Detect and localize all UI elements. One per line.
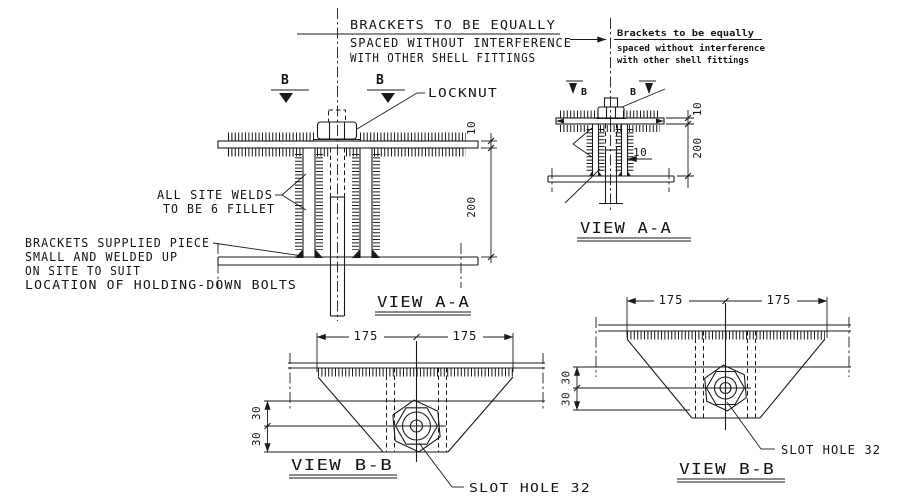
supply-note-line1: BRACKETS SUPPLIED PIECE	[25, 235, 210, 250]
dim-height-200: 200	[465, 196, 478, 217]
slot-hole-callout-left: SLOT HOLE 32	[418, 442, 591, 495]
fillet-weld	[352, 249, 360, 258]
base-plate-small	[547, 168, 675, 192]
section-marker-b-right-small: B	[630, 80, 656, 98]
locknut-symbol	[313, 109, 361, 141]
dim-right: 10 200	[465, 121, 497, 263]
dim-30: 30	[250, 432, 263, 446]
dim-175: 175	[354, 329, 379, 343]
supply-note: BRACKETS SUPPLIED PIECE SMALL AND WELDED…	[25, 235, 304, 292]
view-b-b-title-right: VIEW B-B	[677, 460, 785, 483]
welds-note-line1: ALL SITE WELDS	[157, 187, 273, 202]
fillet-weld	[598, 171, 602, 176]
view-b-b-right: 175 175	[560, 293, 881, 483]
supply-note-line3: ON SITE TO SUIT	[25, 263, 141, 278]
dim-30: 30	[560, 370, 573, 384]
locknut-label: LOCKNUT	[428, 85, 498, 100]
weld-leader	[572, 143, 593, 158]
small-note-line1: Brackets to be equally	[617, 29, 755, 39]
dim-web-thickness: 10	[627, 146, 652, 163]
view-a-a-title-small: VIEW A-A	[577, 219, 691, 242]
section-arrow-icon	[645, 83, 653, 94]
view-b-b-left: 175 175	[250, 329, 591, 495]
section-arrow-icon	[279, 93, 293, 103]
bracket-plates-small	[586, 124, 634, 176]
fillet-weld	[315, 249, 323, 258]
dim-web-10: 10	[633, 146, 647, 159]
supply-note-line2: SMALL AND WELDED UP	[25, 249, 178, 264]
dim-plate-thickness: 10	[465, 121, 478, 135]
fillet-weld	[589, 171, 593, 176]
dim-175: 175	[453, 329, 478, 343]
plate-end-arrow-icon	[556, 118, 564, 124]
welds-note-line2: TO BE 6 FILLET	[163, 201, 275, 216]
locknut-leader	[356, 92, 418, 130]
dim-30: 30	[560, 392, 573, 406]
bracket-plates	[295, 148, 380, 258]
dim-30-30-left: 30 30	[250, 400, 390, 453]
section-marker-b-left: B	[271, 73, 309, 103]
note-bracket-spacing-line3: WITH OTHER SHELL FITTINGS	[350, 50, 536, 65]
slot-hole-callout-right: SLOT HOLE 32	[726, 401, 881, 457]
note-bracket-spacing-line1: BRACKETS TO BE EQUALLY	[350, 17, 556, 32]
note-bracket-spacing-line2: SPACED WITHOUT INTERFERENCE	[350, 35, 572, 50]
dim-height-200-small: 200	[691, 137, 704, 158]
slot-hole-label: SLOT HOLE 32	[469, 480, 591, 495]
view-a-a-title: VIEW A-A	[375, 293, 471, 316]
plate-end-arrow-icon	[656, 118, 664, 124]
fillet-weld	[627, 171, 631, 176]
main-view-a-a: BRACKETS TO BE EQUALLY SPACED WITHOUT IN…	[25, 8, 572, 321]
top-plate	[217, 132, 479, 157]
section-letter: B	[581, 87, 587, 98]
view-a-a-label: VIEW A-A	[377, 293, 470, 311]
section-letter: B	[630, 87, 636, 98]
weld-leader	[572, 127, 593, 145]
view-b-b-label: VIEW B-B	[291, 456, 393, 474]
supply-note-line4: LOCATION OF HOLDING-DOWN BOLTS	[25, 277, 297, 292]
slot-hole-label: SLOT HOLE 32	[781, 442, 881, 457]
dim-175-175: 175 175	[316, 329, 514, 372]
bracket-leader	[564, 168, 601, 204]
section-letter: B	[281, 73, 289, 88]
section-arrow-icon	[569, 83, 577, 94]
small-note-line3: with other shell fittings	[617, 55, 749, 66]
dim-plate-thickness-small: 10	[691, 102, 704, 116]
section-arrow-icon	[381, 93, 395, 103]
welds-note: ALL SITE WELDS TO BE 6 FILLET	[157, 173, 307, 216]
view-a-a-label: VIEW A-A	[580, 219, 672, 237]
base-plate	[217, 243, 479, 288]
dim-175: 175	[767, 293, 792, 307]
view-b-b-title-left: VIEW B-B	[289, 456, 397, 479]
small-view-a-a: Brackets to be equally spaced without in…	[547, 18, 766, 242]
locknut-symbol-small	[596, 97, 626, 120]
hex-nut-symbol	[388, 399, 446, 453]
top-plate-small	[555, 110, 665, 132]
view-b-b-label: VIEW B-B	[679, 460, 775, 478]
fillet-weld	[618, 171, 622, 176]
dim-30-30-left: 30 30	[560, 366, 712, 411]
section-letter: B	[376, 73, 384, 88]
locknut-leader-small	[621, 88, 666, 108]
section-marker-b-left-small: B	[566, 80, 587, 98]
fillet-weld	[372, 249, 380, 258]
dim-175: 175	[659, 293, 684, 307]
small-note-line2: spaced without interference	[617, 43, 766, 54]
section-marker-b-right: B	[367, 73, 405, 103]
dim-175-175: 175 175	[626, 293, 828, 338]
dim-30: 30	[250, 406, 263, 420]
dim-right-small: 10 200	[666, 102, 704, 188]
